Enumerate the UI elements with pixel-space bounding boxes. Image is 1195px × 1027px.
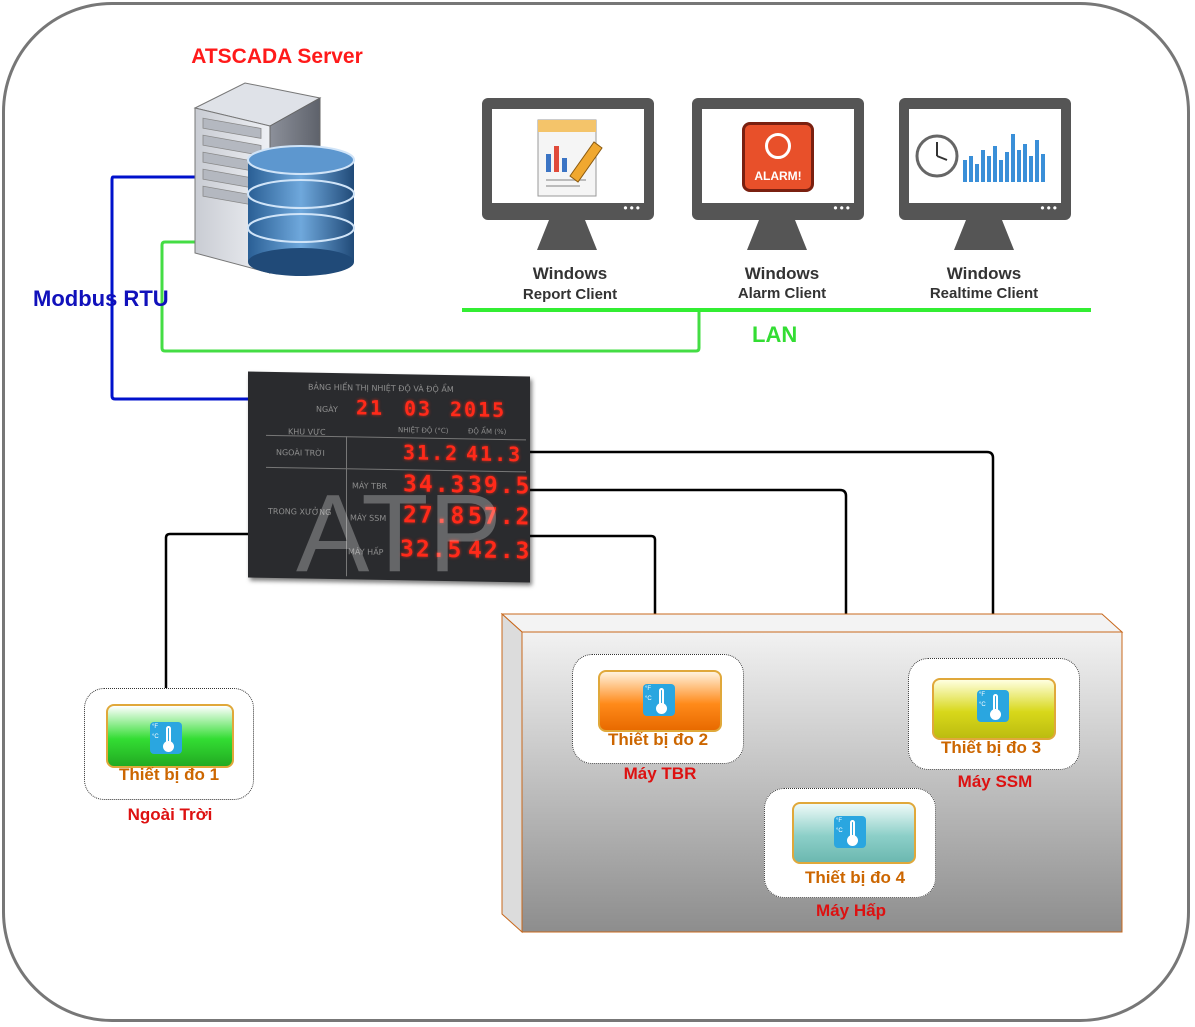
board-date-month: 03 (404, 396, 433, 421)
thermometer-icon: °F °C (834, 816, 866, 848)
board-col-temp: NHIỆT ĐỘ (°C) (398, 426, 449, 436)
client-realtime-subtitle: Realtime Client (929, 285, 1039, 302)
server-icon (193, 82, 355, 276)
device-3-label: Thiết bị đo 3 (940, 738, 1042, 757)
client-realtime-title: Windows (946, 264, 1022, 283)
thermometer-icon: °F °C (977, 690, 1009, 722)
device-4-label: Thiết bị đo 4 (804, 868, 906, 887)
lan-label: LAN (752, 322, 798, 347)
monitor-stand (747, 220, 807, 250)
device-2-label: Thiết bị đo 2 (607, 730, 709, 749)
monitor-stand (537, 220, 597, 250)
location-3-label: Máy SSM (957, 772, 1033, 791)
board-title: BẢNG HIỂN THỊ NHIỆT ĐỘ VÀ ĐỘ ẨM (308, 382, 454, 395)
location-2-label: Máy TBR (623, 764, 697, 783)
client-alarm-subtitle: Alarm Client (737, 285, 827, 302)
link-device-4 (520, 488, 851, 805)
location-4-label: Máy Hấp (816, 901, 886, 920)
board-date-year: 2015 (450, 397, 507, 423)
board-date-label: NGÀY (316, 404, 338, 415)
board-col-hum: ĐỘ ẨM (%) (468, 427, 507, 437)
alarm-badge: ALARM! (754, 169, 802, 183)
client-alarm: ••• ALARM! (692, 98, 864, 258)
thermometer-icon: °F °C (150, 722, 182, 754)
client-report-subtitle: Report Client (522, 286, 618, 303)
client-report: ••• (482, 98, 654, 258)
alarm-icon: ALARM! (742, 122, 814, 192)
report-icon (537, 119, 603, 197)
link-device-2 (530, 534, 660, 674)
client-alarm-title: Windows (744, 264, 820, 283)
board-outdoor-label: NGOÀI TRỜI (276, 448, 325, 458)
board-date-day: 21 (356, 395, 385, 420)
client-report-title: Windows (532, 264, 608, 283)
server-lan-line (160, 240, 701, 353)
monitor-stand (954, 220, 1014, 250)
realtime-chart-icon (915, 134, 1045, 182)
board-outdoor-temp: 31.2 (403, 440, 460, 466)
watermark: ATP (296, 472, 502, 595)
modbus-rtu-line (110, 175, 275, 401)
client-realtime: ••• (899, 98, 1071, 258)
thermometer-icon: °F °C (643, 684, 675, 716)
device-1-label: Thiết bị đo 1 (118, 765, 220, 784)
board-outdoor-hum: 41.3 (466, 441, 523, 467)
server-title: ATSCADA Server (191, 45, 363, 68)
location-1-label: Ngoài Trời (127, 805, 213, 824)
link-device-1 (161, 532, 262, 705)
modbus-rtu-label: Modbus RTU (33, 286, 169, 311)
link-device-3 (520, 450, 998, 679)
